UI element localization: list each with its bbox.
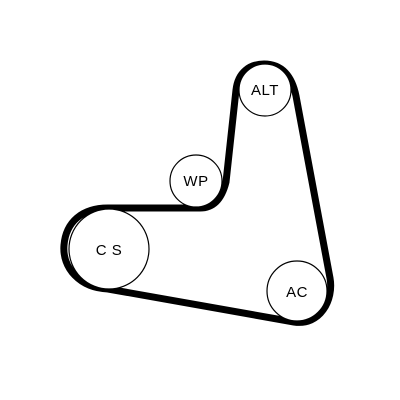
pulley-cs-circle [68,208,150,290]
pulley-ac-label: AC [286,284,308,301]
pulley-alt: ALT [238,63,292,117]
pulley-alt-label: ALT [251,82,279,99]
pulley-ac: AC [266,260,328,322]
pulley-wp: WP [169,154,223,208]
pulley-wp-circle [169,154,223,208]
pulley-ac-circle [266,260,328,322]
drive-belt [60,60,335,326]
pulley-wp-label: WP [183,173,208,190]
pulley-alt-circle [238,63,292,117]
pulley-cs-label: C S [96,242,123,259]
pulley-cs: C S [68,208,150,290]
